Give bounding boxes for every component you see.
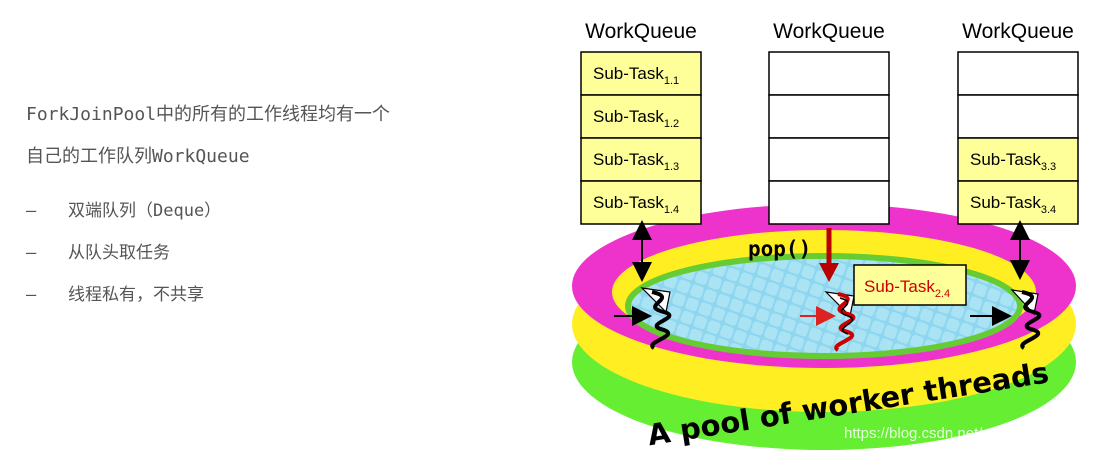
queue-cell-empty (768, 51, 890, 96)
intro-line-2: 自己的工作队列WorkQueue (26, 146, 250, 167)
bullet-item-thread-private: – 线程私有，不共享 (26, 274, 546, 316)
work-queue-title: WorkQueue (585, 20, 697, 43)
pop-label: pop() (748, 237, 811, 261)
diagram-canvas: WorkQueueSub-Task1.1Sub-Task1.2Sub-Task1… (572, 20, 1079, 450)
queue-cell-empty (768, 94, 890, 139)
queue-cell-empty (957, 51, 1079, 96)
description-panel: ForkJoinPool中的所有的工作线程均有一个 自己的工作队列WorkQue… (26, 94, 546, 316)
worker-thread-3 (970, 289, 1042, 350)
queue-cell-label: Sub-Task3.4 (970, 193, 1056, 216)
queue-cell-label: Sub-Task1.3 (593, 150, 679, 173)
queue-cell-label: Sub-Task1.2 (593, 107, 679, 130)
work-queue-title: WorkQueue (962, 20, 1074, 43)
worker-thread-1 (614, 287, 672, 350)
queue-cell-empty (768, 137, 890, 182)
queue-cell-task (580, 137, 702, 182)
queues-group: WorkQueueSub-Task1.1Sub-Task1.2Sub-Task1… (580, 20, 1079, 225)
bullet-dash: – (26, 201, 37, 221)
work-queue-1: WorkQueueSub-Task1.1Sub-Task1.2Sub-Task1… (580, 20, 702, 225)
watermark-text: https://blog.csdn.net/wenwang3000 (844, 425, 1079, 442)
bullet-item-deque: – 双端队列（Deque） (26, 190, 546, 232)
pop-arrow-head (819, 263, 839, 282)
bullet-dash: – (26, 285, 37, 305)
queue-cell-task (580, 180, 702, 225)
bullet-dash: – (26, 243, 37, 263)
bullet-text: 双端队列（Deque） (68, 201, 222, 221)
bullet-item-take-from-head: – 从队头取任务 (26, 232, 546, 274)
work-queue-2: WorkQueue (768, 20, 890, 225)
queue-cell-label: Sub-Task3.3 (970, 150, 1056, 173)
worker-thread-2 (800, 291, 856, 352)
queue-cell-empty (768, 180, 890, 225)
popped-task-label: Sub-Task2.4 (864, 277, 950, 300)
intro-line-1: ForkJoinPool中的所有的工作线程均有一个 (26, 104, 391, 125)
queue-cell-empty (957, 94, 1079, 139)
queue-cell-label: Sub-Task1.1 (593, 64, 679, 87)
bullet-text: 从队头取任务 (68, 243, 170, 263)
work-queue-title: WorkQueue (773, 20, 885, 43)
feature-list: – 双端队列（Deque） – 从队头取任务 – 线程私有，不共享 (26, 190, 546, 316)
queue-cell-label: Sub-Task1.4 (593, 193, 679, 216)
bullet-text: 线程私有，不共享 (68, 285, 204, 305)
popped-task-box (853, 264, 967, 306)
